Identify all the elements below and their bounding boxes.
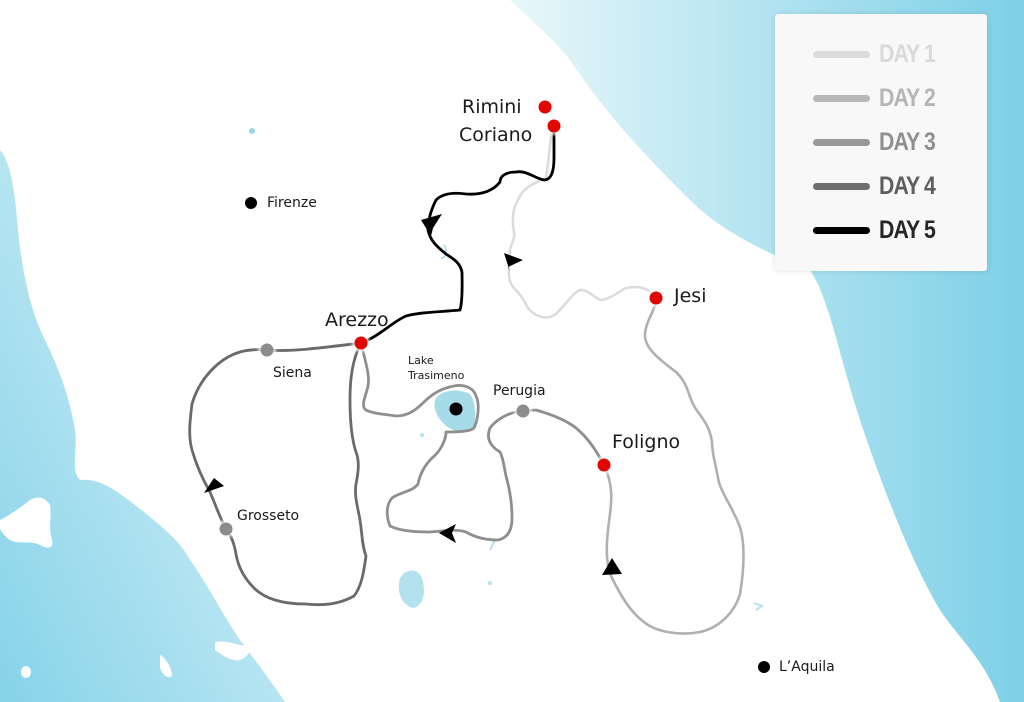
label-perugia: Perugia [493,383,546,399]
legend-label: DAY 1 [879,39,936,68]
legend-line-swatch [813,226,870,234]
legend-line-swatch [813,182,870,190]
legend-label: DAY 4 [879,171,936,200]
direction-arrow-icon [439,524,456,543]
direction-arrow-icon [421,214,442,236]
marker-firenze[interactable] [245,197,257,209]
route-day-5 [359,124,556,345]
legend-item-day-2: DAY 2 [813,83,945,113]
lake-small [420,433,424,437]
marker-lake-trasimeno[interactable] [449,402,463,416]
marker-perugia[interactable] [516,404,530,418]
island-elba [0,497,53,548]
promontory [215,641,251,661]
legend-line-swatch [813,94,870,102]
label-lake-line1: Lake [408,354,434,367]
label-grosseto: Grosseto [237,508,300,524]
legend-item-day-3: DAY 3 [813,127,945,157]
lake-small [488,581,492,585]
label-lake-trasimeno: Lake Trasimeno [408,353,464,383]
marker-grosseto[interactable] [219,522,233,536]
label-rimini: Rimini [462,96,522,118]
marker-laquila[interactable] [758,661,770,673]
label-coriano: Coriano [459,124,533,146]
label-siena: Siena [273,365,312,381]
marker-foligno[interactable] [597,458,611,472]
marker-arezzo[interactable] [354,336,368,350]
route-day-4 [188,341,368,607]
legend-line-swatch [813,138,870,146]
island-giglio [160,655,172,678]
legend-label: DAY 3 [879,127,936,156]
marker-siena[interactable] [260,343,274,357]
label-foligno: Foligno [612,431,681,453]
legend-item-day-1: DAY 1 [813,39,945,69]
route-day-1 [507,126,658,319]
legend-item-day-5: DAY 5 [813,215,945,245]
label-firenze: Firenze [267,195,317,211]
marker-coriano[interactable] [547,119,561,133]
legend-line-swatch [813,50,870,58]
lake-bolsena [398,570,424,608]
marker-rimini[interactable] [538,100,552,114]
direction-arrow-icon [204,478,224,493]
route-day-3 [359,341,606,542]
label-arezzo: Arezzo [325,309,389,331]
label-laquila: L’Aquila [779,659,835,675]
lake-small [249,128,255,134]
legend-item-day-4: DAY 4 [813,171,945,201]
legend-label: DAY 5 [879,215,936,244]
label-lake-line2: Trasimeno [408,369,465,382]
river-mark [753,602,765,611]
route-day-2 [602,296,745,635]
direction-arrow-icon [602,558,622,575]
river-mark [489,539,496,551]
label-jesi: Jesi [674,285,707,307]
marker-jesi[interactable] [649,291,663,305]
tyrrhenian-sea [0,150,285,702]
legend-panel: DAY 1 DAY 2 DAY 3 DAY 4 DAY 5 [775,14,987,271]
island-small [21,666,31,678]
legend-label: DAY 2 [879,83,936,112]
direction-arrow-icon [504,253,523,272]
